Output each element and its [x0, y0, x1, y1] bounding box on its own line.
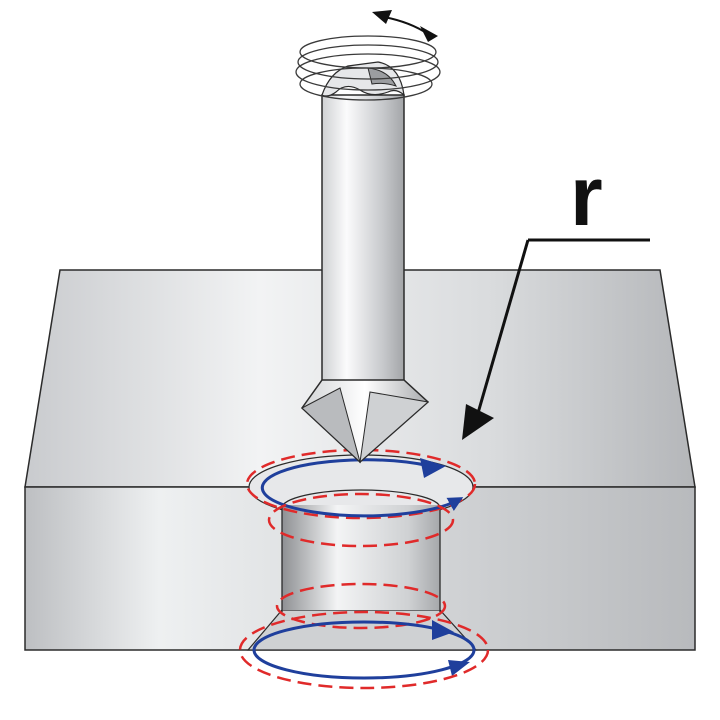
direction-arrow-icon: [462, 404, 494, 440]
tool-path-blue-upper-arrow: [420, 458, 446, 478]
tool-path-red-upper-outer: [245, 448, 477, 520]
rotation-arrows-icon: [372, 10, 438, 42]
tool-path-red-upper-inner: [267, 492, 455, 548]
radius-leader: [462, 238, 650, 440]
cutter-shank: [321, 94, 405, 386]
tool-path-blue-lower-arrow-bottom: [448, 660, 470, 676]
radius-label: r: [570, 149, 603, 243]
cutter-flute-groove: [367, 67, 397, 87]
cutter-tip-facet-right: [359, 391, 430, 464]
tool-path-blue-upper: [260, 458, 464, 518]
tool-path-red-bore-lower: [275, 582, 447, 630]
tool-path-blue-lower-arrow-right: [432, 620, 454, 640]
rotation-rings: [295, 35, 441, 101]
bore-wall: [282, 505, 440, 610]
tool-path-blue-lower: [252, 620, 476, 680]
tool-path-red-lower-outer: [238, 610, 490, 690]
cutter-tip-facet-left: [301, 387, 361, 464]
bore-top-rim: [281, 489, 441, 509]
